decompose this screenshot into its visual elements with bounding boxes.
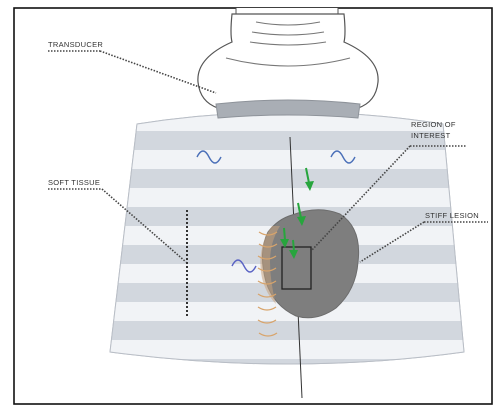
- probe-handle-top: [236, 8, 338, 14]
- tissue-band: [100, 188, 480, 207]
- label-region-line2: INTEREST: [411, 131, 451, 140]
- probe-face: [216, 100, 360, 118]
- tissue-band: [100, 321, 480, 340]
- tissue-band: [100, 150, 480, 169]
- label-stiff-lesion: STIFF LESION: [425, 211, 479, 220]
- label-soft-tissue: SOFT TISSUE: [48, 178, 100, 187]
- tissue-band: [100, 169, 480, 188]
- label-region-line1: REGION OF: [411, 120, 456, 129]
- label-transducer: TRANSDUCER: [48, 40, 103, 49]
- tissue-band: [100, 340, 480, 359]
